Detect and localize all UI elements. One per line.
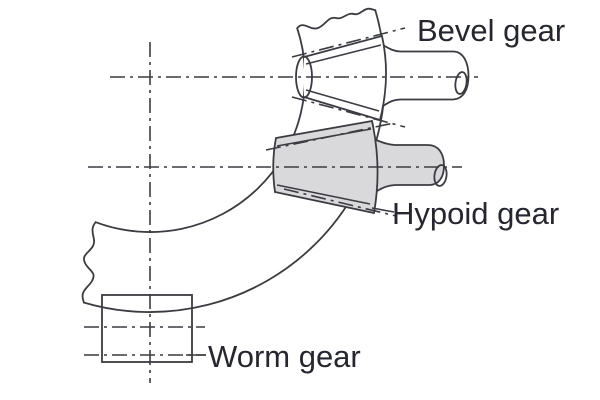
hypoid-pitch-line-bottom — [283, 188, 397, 217]
bevel-gear-label: Bevel gear — [417, 13, 566, 48]
bevel-cone-back-face-arc — [379, 35, 387, 121]
bevel-shaft-outline — [380, 43, 470, 107]
hypoid-top-edge — [275, 120, 373, 139]
bevel-pinion — [291, 27, 470, 128]
bevel-pitch-line-top — [291, 27, 406, 58]
hypoid-label-leader — [371, 207, 395, 213]
ring-gear-inner-arc — [94, 27, 306, 233]
ring-gear-break-bottom — [81, 221, 97, 304]
bevel-cone-fill — [304, 36, 387, 120]
bevel-tooth-line-top — [305, 44, 382, 65]
hypoid-gear-label: Hypoid gear — [392, 196, 560, 231]
center-lines — [88, 42, 478, 383]
bevel-pitch-line-bottom — [291, 96, 406, 128]
hypoid-shaft-tip-ellipse — [433, 164, 448, 187]
bevel-cone-top-edge — [303, 35, 383, 58]
hypoid-bottom-edge — [274, 191, 375, 214]
worm-body-rect — [101, 294, 193, 363]
worm-gear-label: Worm gear — [208, 339, 361, 374]
bevel-shaft-tip-ellipse — [454, 71, 468, 95]
hypoid-back-face — [272, 137, 277, 193]
hypoid-shaft-fill — [375, 140, 444, 191]
hypoid-tooth-line-bottom — [276, 184, 371, 205]
bevel-shaft-fill — [381, 44, 469, 106]
hypoid-pitch-line-top — [265, 122, 395, 151]
bevel-cone-bottom-edge — [303, 96, 381, 121]
bevel-tooth-line-bottom — [305, 89, 380, 112]
ring-gear-break-top — [296, 7, 377, 30]
worm-gear-drawing — [84, 294, 206, 363]
